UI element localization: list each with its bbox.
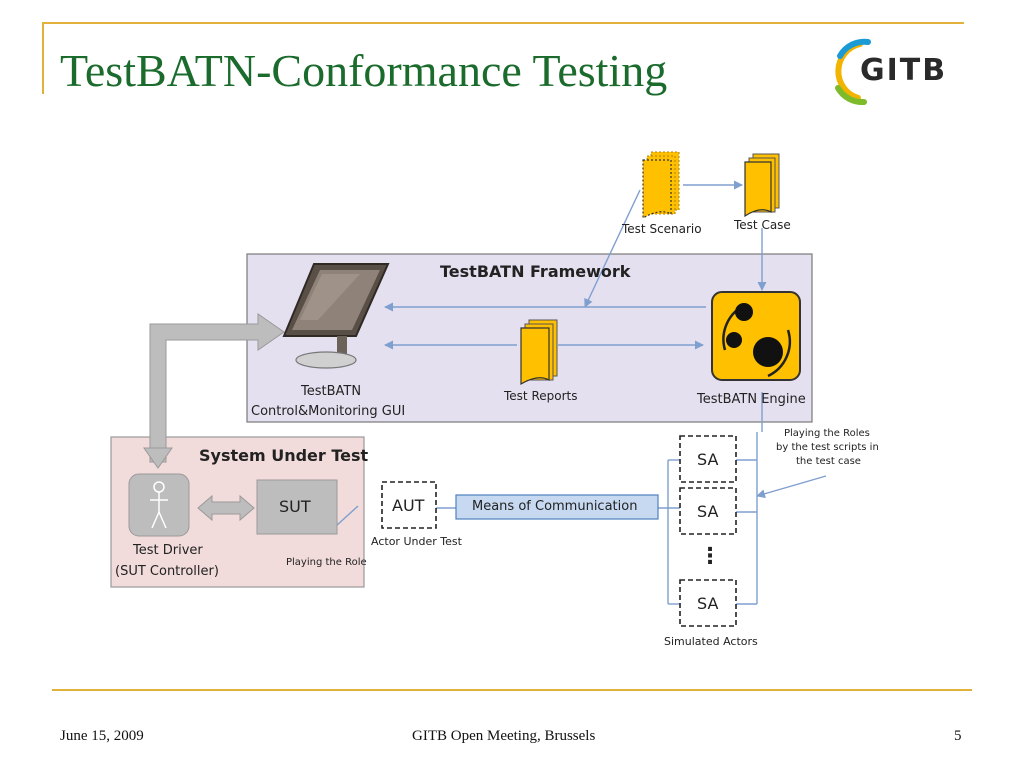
gui-label-line2: Control&Monitoring GUI	[251, 404, 406, 419]
sa-label-3: SA	[697, 594, 719, 613]
monitor-icon	[282, 263, 390, 369]
aut-box	[381, 481, 437, 529]
roles-note-line2: by the test scripts in	[776, 442, 879, 453]
test-scenario-label: Test Scenario	[622, 222, 702, 236]
sa-label-1: SA	[697, 450, 719, 469]
footer-date: June 15, 2009	[60, 728, 144, 744]
roles-note-line1: Playing the Roles	[784, 428, 870, 439]
roles-note-line3: the test case	[796, 456, 861, 467]
bottom-rule	[52, 689, 972, 691]
footer-event: GITB Open Meeting, Brussels	[412, 728, 596, 744]
aut-label: AUT	[392, 496, 425, 515]
test-reports-document-icon	[520, 319, 558, 386]
gitb-logo-icon	[835, 38, 871, 106]
sa-box-2	[679, 487, 737, 535]
means-of-communication-label: Means of Communication	[472, 499, 638, 514]
actor-under-test-label: Actor Under Test	[371, 535, 462, 548]
driver-sut-double-arrow	[197, 494, 255, 522]
testbatn-diagram	[110, 151, 827, 627]
simulated-actors-label: Simulated Actors	[664, 635, 758, 648]
playing-role-label: Playing the Role	[286, 557, 367, 568]
footer-page-number: 5	[954, 728, 962, 744]
slide-title: TestBATN-Conformance Testing	[60, 45, 668, 96]
sa-box-3	[679, 579, 737, 627]
flow-arrows	[335, 180, 827, 605]
gui-label-line1: TestBATN	[301, 384, 362, 399]
framework-label: TestBATN Framework	[440, 262, 631, 281]
engine-icon	[711, 291, 801, 381]
sut-box	[256, 479, 338, 535]
test-case-label: Test Case	[734, 218, 791, 232]
sa-box-1	[679, 435, 737, 483]
test-driver-person-icon	[128, 473, 190, 537]
test-driver-label-line2: (SUT Controller)	[115, 564, 219, 579]
sut-group-label: System Under Test	[199, 446, 369, 465]
test-case-document-icon	[744, 153, 780, 218]
means-of-communication-bar	[455, 494, 659, 520]
sa-dots: ⋮	[699, 544, 721, 569]
left-rule	[42, 22, 44, 94]
test-reports-label: Test Reports	[504, 389, 578, 403]
test-scenario-document-icon	[642, 151, 680, 220]
logo-text: GITB	[860, 53, 948, 88]
control-arrow	[143, 313, 285, 469]
sut-label: SUT	[279, 497, 311, 516]
sa-label-2: SA	[697, 502, 719, 521]
test-driver-label-line1: Test Driver	[133, 543, 203, 558]
top-rule	[42, 22, 964, 24]
engine-label: TestBATN Engine	[697, 392, 806, 407]
